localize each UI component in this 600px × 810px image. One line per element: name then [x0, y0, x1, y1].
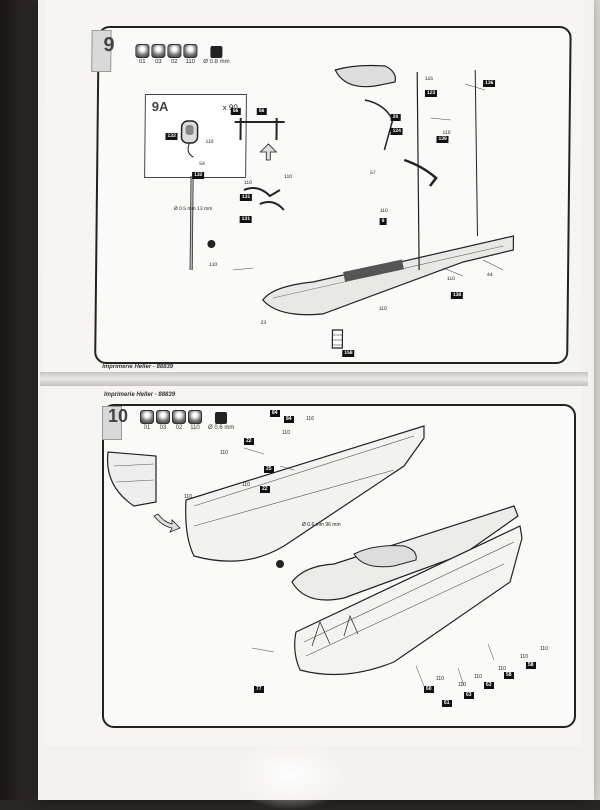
page-step-10: Imprimerie Heller - 88839 10 01 03 02 11…: [44, 386, 582, 746]
part-tag: 131: [239, 216, 253, 223]
cut-length-note: Ø 0.5 mm 13 mm: [173, 206, 213, 212]
page-step-9: 9 01 03 02 110 Ø 0.8 mm 9A x 90 132 110 …: [42, 0, 584, 372]
part-tag: 60: [424, 686, 434, 693]
sub-step-9a-box: 9A x 90 132 110 54: [144, 94, 247, 178]
part-tag: 25: [264, 466, 274, 473]
part-tag: 139: [436, 136, 449, 143]
callout: 57: [370, 170, 376, 176]
callout: 110: [442, 130, 451, 136]
paint-pot-icon: 02: [172, 410, 186, 431]
step-10-number: 10: [108, 406, 129, 426]
part-tag: 132: [192, 172, 205, 179]
callout: 110: [379, 208, 388, 214]
step-10-paint-strip: 01 03 02 110 Ø 0.6 mm: [140, 410, 234, 431]
callout: 110: [520, 654, 528, 660]
callout: 110: [498, 666, 506, 672]
part-tag: 22: [244, 438, 254, 445]
callout: 23: [260, 320, 267, 326]
paint-pot-icon: 03: [156, 410, 170, 431]
callout: 44: [487, 272, 493, 278]
part-tag: 22: [260, 486, 270, 493]
paint-pot-icon: 01: [140, 410, 154, 431]
paint-pot-icon: 110: [188, 410, 202, 431]
drill-bit-icon: Ø 0.6 mm: [208, 412, 234, 431]
booklet-spine: [40, 372, 588, 386]
callout: 110: [220, 450, 228, 456]
step-9-ship-deck-drawing: [189, 64, 515, 349]
printer-imprint: Imprimerie Heller - 88839: [102, 364, 174, 370]
light-glare: [230, 740, 350, 810]
callout: 110: [436, 676, 444, 682]
step-10-hull-drawing: [106, 425, 523, 687]
part-tag: 138: [450, 292, 464, 299]
part-tag: 136: [483, 80, 496, 87]
part-tag: 124: [390, 128, 403, 135]
callout: 110: [284, 174, 293, 180]
part-tag: 158: [342, 350, 355, 357]
step-10-tab: [102, 406, 122, 440]
part-tag: 84: [284, 416, 294, 423]
callout: 110: [184, 494, 192, 500]
callout: 110: [474, 674, 482, 680]
part-tag: 58: [526, 662, 536, 669]
callout: 110: [282, 430, 290, 436]
callout: 110: [244, 180, 253, 186]
part-tag: 56: [230, 108, 241, 115]
callout: 110: [209, 262, 218, 268]
part-tag: 77: [254, 686, 264, 693]
part-tag: 123: [424, 90, 438, 97]
callout: 110: [242, 482, 250, 488]
part-tag: 56: [256, 108, 267, 115]
part-tag: 63: [484, 682, 494, 689]
callout: 110: [540, 646, 548, 652]
printer-imprint: Imprimerie Heller - 88839: [104, 392, 176, 398]
part-tag: 84: [270, 410, 280, 417]
part-tag: 9: [379, 218, 387, 225]
callout: 110: [446, 276, 456, 282]
part-tag: 58: [504, 672, 514, 679]
part-tag: 63: [464, 692, 474, 699]
callout: 110: [378, 306, 387, 312]
part-tag: 20: [390, 114, 401, 121]
hull-drill-note: Ø 0.6 mm 96 mm: [302, 522, 341, 528]
callout: 115: [425, 76, 434, 82]
block-pulley-drawing: [180, 120, 199, 158]
callout: 116: [306, 416, 314, 422]
callout: 110: [458, 682, 466, 688]
part-tag: 131: [239, 194, 253, 201]
part-tag: 61: [442, 700, 452, 707]
